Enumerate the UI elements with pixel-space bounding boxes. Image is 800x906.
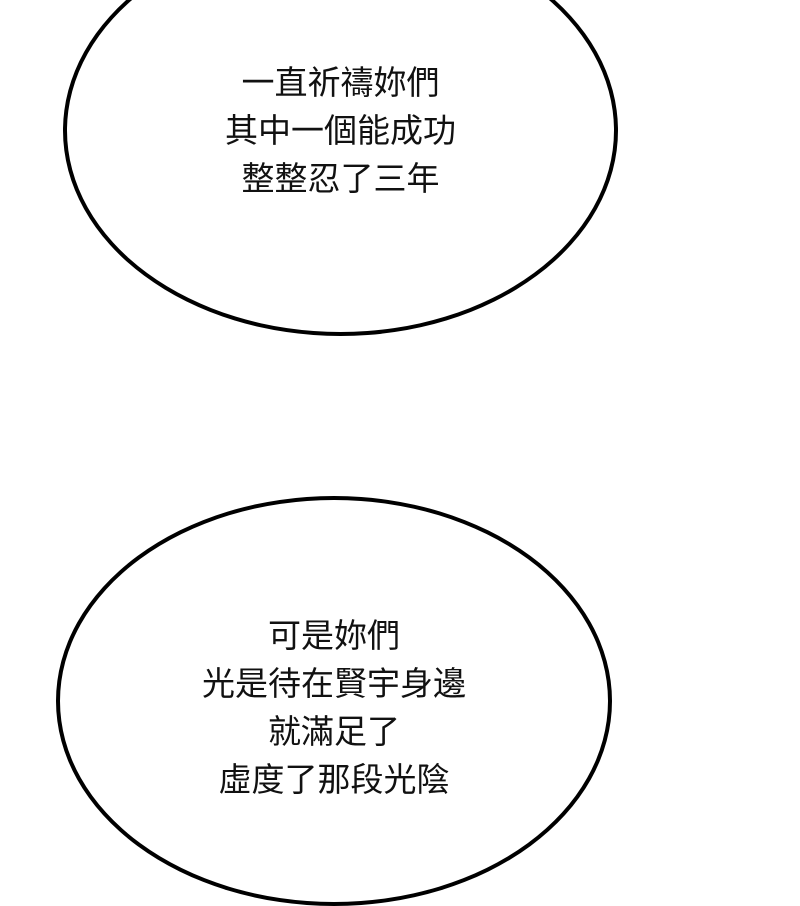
comic-panel: 一直祈禱妳們 其中一個能成功 整整忍了三年 可是妳們 光是待在賢宇身邊 就滿足了…	[56, 0, 618, 906]
dialogue-line: 可是妳們	[268, 616, 400, 655]
speech-bubble-top: 一直祈禱妳們 其中一個能成功 整整忍了三年	[63, 0, 618, 336]
dialogue-line: 一直祈禱妳們	[241, 63, 440, 102]
speech-bubble-text: 可是妳們 光是待在賢宇身邊 就滿足了 虛度了那段光陰	[60, 612, 608, 804]
dialogue-line: 就滿足了	[268, 712, 400, 751]
dialogue-line: 其中一個能成功	[225, 111, 456, 150]
speech-bubble-bottom: 可是妳們 光是待在賢宇身邊 就滿足了 虛度了那段光陰	[56, 496, 612, 906]
dialogue-line: 整整忍了三年	[241, 159, 440, 198]
speech-bubble-text: 一直祈禱妳們 其中一個能成功 整整忍了三年	[67, 59, 614, 203]
dialogue-line: 光是待在賢宇身邊	[202, 664, 466, 703]
dialogue-line: 虛度了那段光陰	[218, 760, 450, 799]
